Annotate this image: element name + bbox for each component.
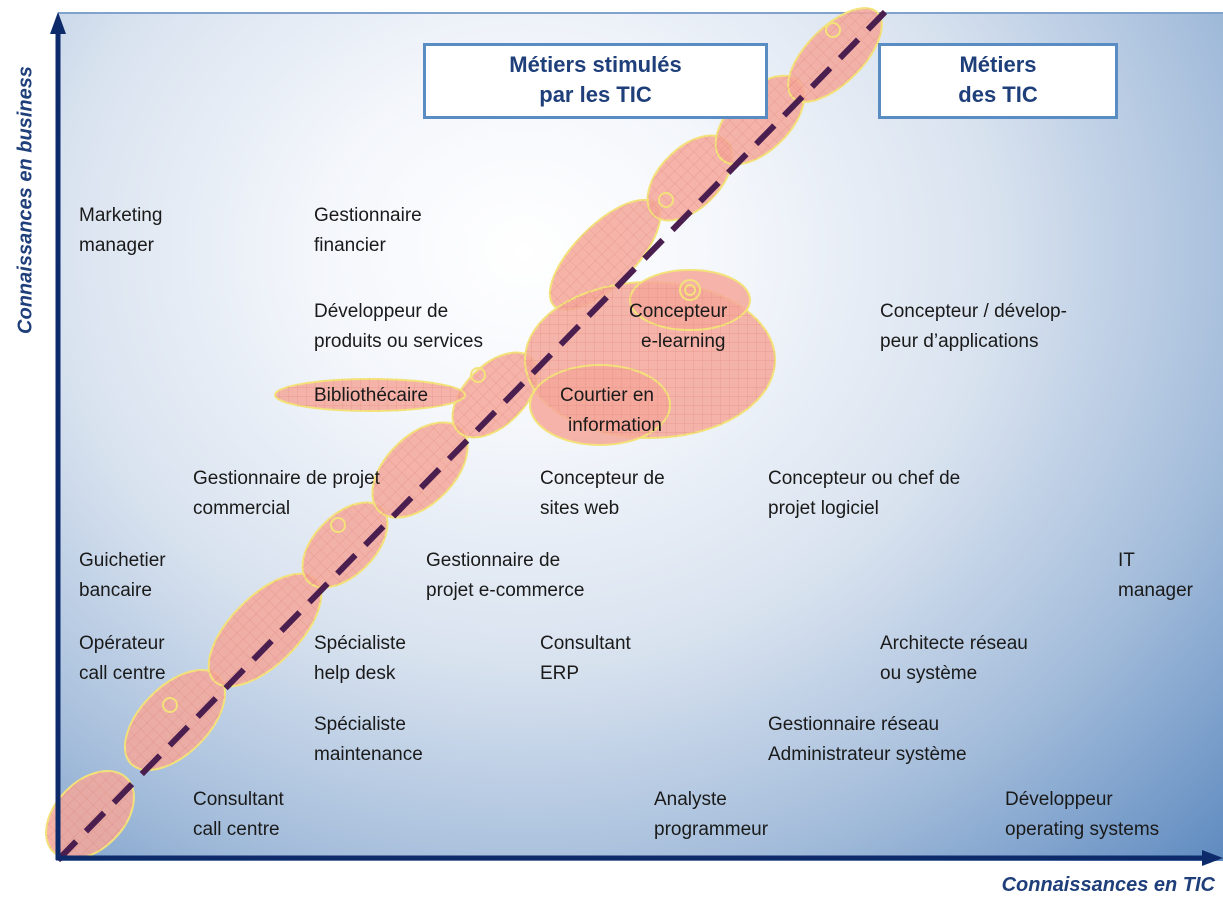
- category-box-line: Métiers stimulés: [509, 52, 682, 77]
- job-courtier-information: Courtier en information: [560, 381, 662, 441]
- job-label: Spécialiste: [314, 633, 406, 654]
- job-gestionnaire-projet-commercial: Gestionnaire de projet commercial: [193, 464, 380, 524]
- job-label: help desk: [314, 663, 396, 684]
- job-label: ERP: [540, 663, 580, 684]
- job-label: e-learning: [641, 331, 726, 352]
- job-concepteur-sites-web: Concepteur de sites web: [540, 464, 665, 524]
- job-label: IT: [1118, 550, 1135, 571]
- job-label: Administrateur système: [768, 744, 967, 765]
- job-label: ou système: [880, 663, 978, 684]
- job-label: Bibliothécaire: [314, 385, 429, 406]
- job-label: financier: [314, 235, 386, 256]
- job-label: Concepteur: [629, 301, 728, 322]
- category-box-ict: Métiers des TIC: [878, 43, 1118, 119]
- job-label: projet e-commerce: [426, 580, 585, 601]
- job-label: Développeur: [1005, 789, 1113, 810]
- job-label: peur d’applications: [880, 331, 1039, 352]
- category-box-stimulated: Métiers stimulés par les TIC: [423, 43, 768, 119]
- job-label: Concepteur ou chef de: [768, 468, 961, 489]
- job-label: sites web: [540, 498, 620, 519]
- job-marketing-manager: Marketing manager: [79, 201, 162, 261]
- category-box-line: par les TIC: [539, 82, 652, 107]
- job-guichetier-bancaire: Guichetier bancaire: [79, 546, 166, 606]
- y-axis-arrow: [50, 12, 66, 34]
- job-concepteur-projet-logiciel: Concepteur ou chef de projet logiciel: [768, 464, 960, 524]
- job-label: projet logiciel: [768, 498, 879, 519]
- job-developpeur-produits: Développeur de produits ou services: [314, 297, 483, 357]
- job-architecte-reseau: Architecte réseau ou système: [880, 629, 1028, 689]
- job-label: commercial: [193, 498, 291, 519]
- job-label: Concepteur de: [540, 468, 665, 489]
- job-consultant-call-centre: Consultant call centre: [193, 785, 284, 845]
- x-axis-label: Connaissances en TIC: [1001, 874, 1215, 896]
- job-gestionnaire-reseau: Gestionnaire réseau Administrateur systè…: [768, 710, 967, 770]
- job-developpeur-os: Développeur operating systems: [1005, 785, 1159, 845]
- job-gestionnaire-ecommerce: Gestionnaire de projet e-commerce: [426, 546, 584, 606]
- job-label: call centre: [193, 819, 280, 840]
- job-label: Spécialiste: [314, 714, 406, 735]
- job-it-manager: IT manager: [1118, 546, 1193, 606]
- job-label: Architecte réseau: [880, 633, 1028, 654]
- job-concepteur-applications: Concepteur / dévelop- peur d’application…: [880, 297, 1067, 357]
- axes: [50, 12, 1223, 866]
- job-label: maintenance: [314, 744, 423, 765]
- job-operateur-call-centre: Opérateur call centre: [79, 629, 166, 689]
- job-label: call centre: [79, 663, 166, 684]
- job-label: manager: [79, 235, 154, 256]
- job-label: Opérateur: [79, 633, 165, 654]
- job-label: Gestionnaire de projet: [193, 468, 380, 489]
- job-label: Consultant: [193, 789, 284, 810]
- job-label: produits ou services: [314, 331, 483, 352]
- job-label: programmeur: [654, 819, 769, 840]
- job-label: operating systems: [1005, 819, 1160, 840]
- job-specialiste-help-desk: Spécialiste help desk: [314, 629, 406, 689]
- job-label: Analyste: [654, 789, 727, 810]
- job-specialiste-maintenance: Spécialiste maintenance: [314, 710, 423, 770]
- job-label: information: [568, 415, 662, 436]
- diagonal-cloud-band: [45, 7, 883, 860]
- job-label: Gestionnaire de: [426, 550, 561, 571]
- job-label: Marketing: [79, 205, 163, 226]
- job-label: Gestionnaire réseau: [768, 714, 940, 735]
- job-bibliothecaire: Bibliothécaire: [314, 381, 428, 411]
- job-label: Consultant: [540, 633, 631, 654]
- job-label: Guichetier: [79, 550, 166, 571]
- x-axis-arrow: [1202, 850, 1223, 866]
- job-analyste-programmeur: Analyste programmeur: [654, 785, 768, 845]
- job-consultant-erp: Consultant ERP: [540, 629, 631, 689]
- category-box-line: Métiers: [959, 52, 1037, 77]
- y-axis-label: Connaissances en business: [14, 66, 37, 334]
- job-label: Développeur de: [314, 301, 449, 322]
- category-box-line: des TIC: [958, 82, 1038, 107]
- job-gestionnaire-financier: Gestionnaire financier: [314, 201, 422, 261]
- job-label: Gestionnaire: [314, 205, 422, 226]
- job-label: bancaire: [79, 580, 152, 601]
- job-label: Courtier en: [560, 385, 654, 406]
- job-label: Concepteur / dévelop-: [880, 301, 1067, 322]
- job-concepteur-elearning: Concepteur e-learning: [629, 297, 727, 357]
- job-label: manager: [1118, 580, 1193, 601]
